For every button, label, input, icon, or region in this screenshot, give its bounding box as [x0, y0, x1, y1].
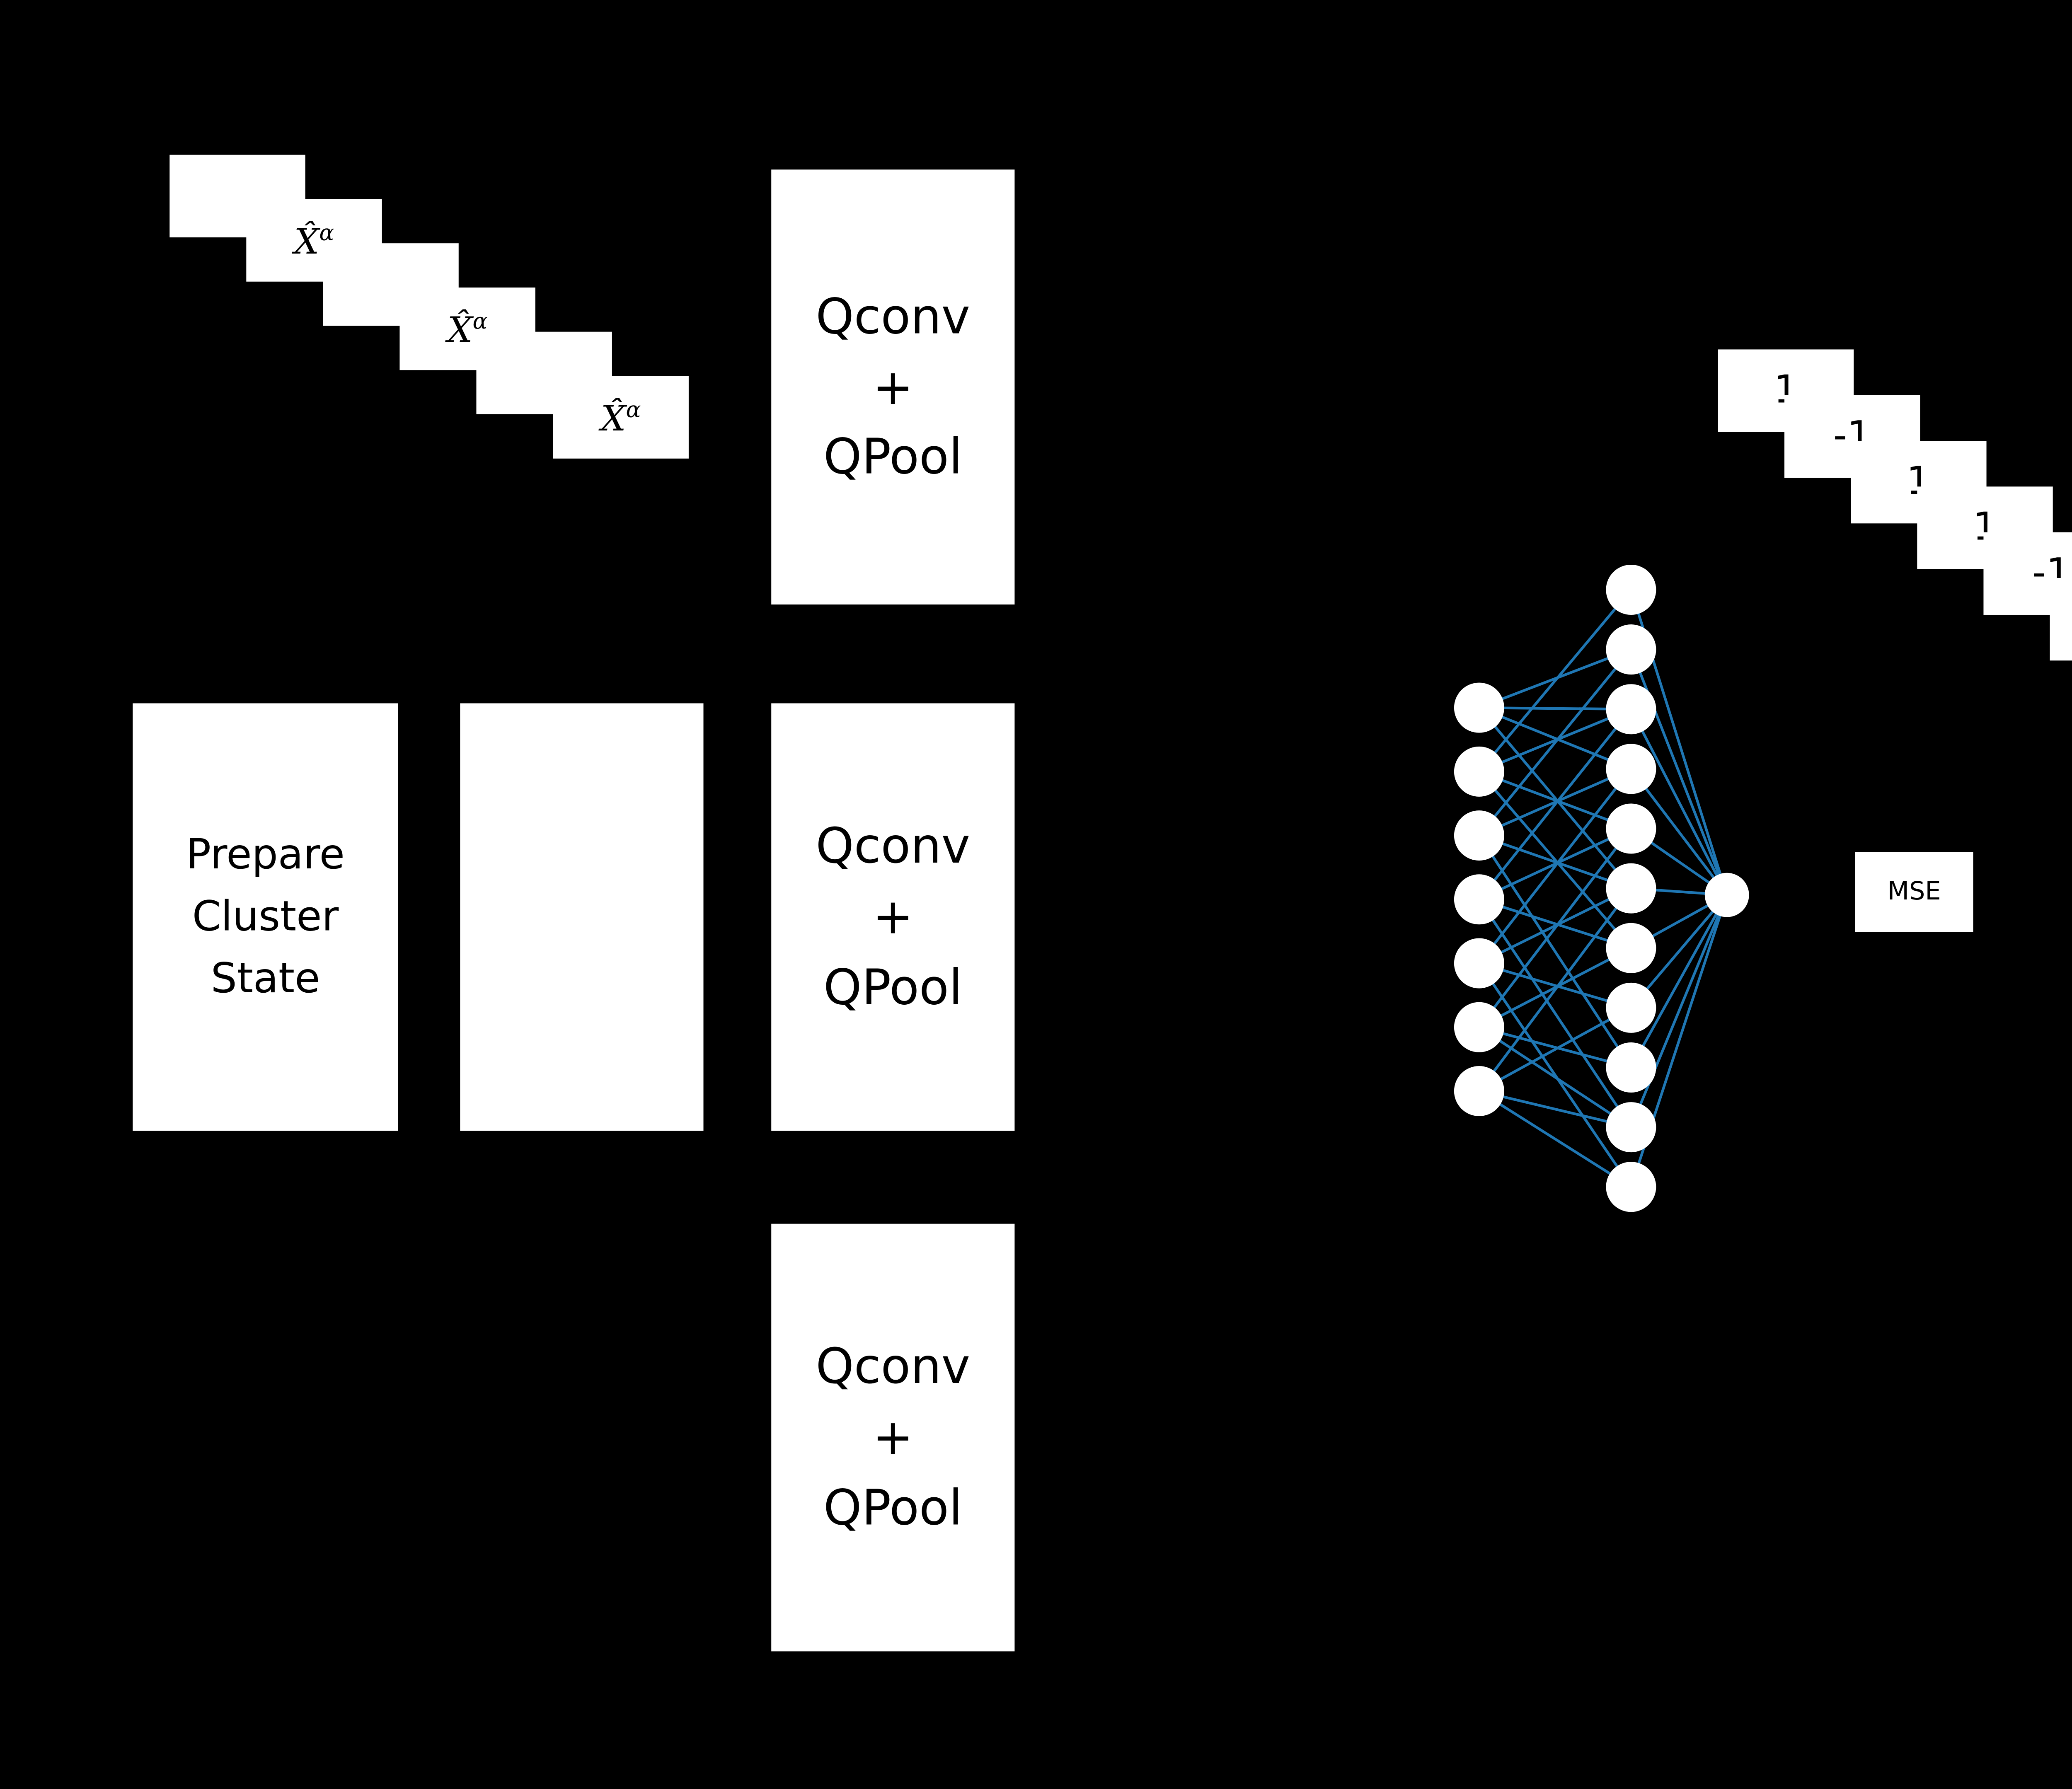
network-node — [1606, 1102, 1656, 1153]
network-edge — [1479, 706, 1631, 711]
network-node — [1606, 744, 1656, 794]
network-edge — [1629, 894, 1728, 1128]
network-node — [1454, 1002, 1504, 1052]
network-node — [1606, 624, 1656, 675]
prepare-cluster-state-block: Prepare Cluster State — [133, 703, 398, 1131]
network-edge — [1479, 1026, 1631, 1069]
network-node — [1606, 923, 1656, 973]
prepare-cluster-state-label: Prepare Cluster State — [186, 830, 345, 1003]
network-edge — [1478, 648, 1632, 836]
math-label: X̂α — [601, 396, 641, 439]
network-node — [1606, 982, 1656, 1033]
network-node — [1606, 684, 1656, 735]
qconv-qpool-label-3: Qconv + QPool — [816, 1337, 971, 1536]
network-edge — [1630, 708, 1728, 896]
mse-label: MSE — [1887, 877, 1941, 907]
mse-block: MSE — [1855, 852, 1973, 932]
math-sup: α — [319, 219, 334, 246]
network-edge — [1478, 1026, 1632, 1129]
network-node — [1454, 1066, 1504, 1116]
network-edge — [1478, 707, 1632, 890]
qconv-qpool-block-3: Qconv + QPool — [771, 1223, 1015, 1651]
network-node — [1704, 873, 1749, 917]
qconv-qpool-block-1: Qconv + QPool — [771, 169, 1015, 605]
network-edge — [1478, 708, 1632, 900]
network-edge — [1479, 1090, 1631, 1129]
math-sup: α — [626, 396, 641, 423]
network-edge — [1479, 962, 1631, 1009]
network-edge — [1478, 1006, 1632, 1093]
target-card: 1 — [2050, 578, 2072, 661]
network-edge — [1478, 1090, 1632, 1188]
input-card: X̂α — [553, 376, 689, 459]
neural-network — [1454, 564, 1749, 1212]
network-edge — [1478, 589, 1632, 773]
network-edge — [1478, 899, 1632, 1128]
network-node — [1454, 874, 1504, 925]
network-node — [1606, 803, 1656, 854]
network-edge — [1630, 768, 1728, 896]
network-node — [1454, 682, 1504, 733]
math-base: X̂ — [294, 220, 320, 262]
network-edge — [1478, 834, 1632, 1069]
network-node — [1606, 564, 1656, 615]
math-label: X̂α — [294, 219, 334, 261]
network-edge — [1478, 828, 1632, 1028]
network-edge — [1479, 706, 1632, 770]
math-sup: α — [472, 307, 488, 334]
network-edge — [1478, 887, 1632, 1092]
qconv-qpool-label-1: Qconv + QPool — [816, 287, 971, 486]
network-node — [1454, 938, 1504, 989]
network-node — [1606, 1162, 1656, 1212]
network-edge — [1478, 962, 1632, 1188]
network-edge — [1479, 834, 1631, 890]
network-node — [1606, 863, 1656, 914]
network-edge — [1478, 768, 1632, 964]
network-node — [1606, 1042, 1656, 1093]
network-node — [1454, 746, 1504, 797]
network-edge — [1479, 648, 1632, 709]
network-edge — [1630, 894, 1728, 1069]
math-base: X̂ — [600, 397, 626, 439]
math-base: X̂ — [447, 309, 473, 351]
qconv-qpool-block-2: Qconv + QPool — [771, 703, 1015, 1131]
qconv-qpool-label-2: Qconv + QPool — [816, 817, 971, 1016]
unlabeled-block — [460, 703, 704, 1131]
math-label: X̂α — [448, 307, 488, 350]
network-edge — [1478, 771, 1632, 949]
network-edge — [1479, 898, 1631, 950]
network-edge — [1479, 770, 1632, 830]
network-node — [1454, 810, 1504, 861]
